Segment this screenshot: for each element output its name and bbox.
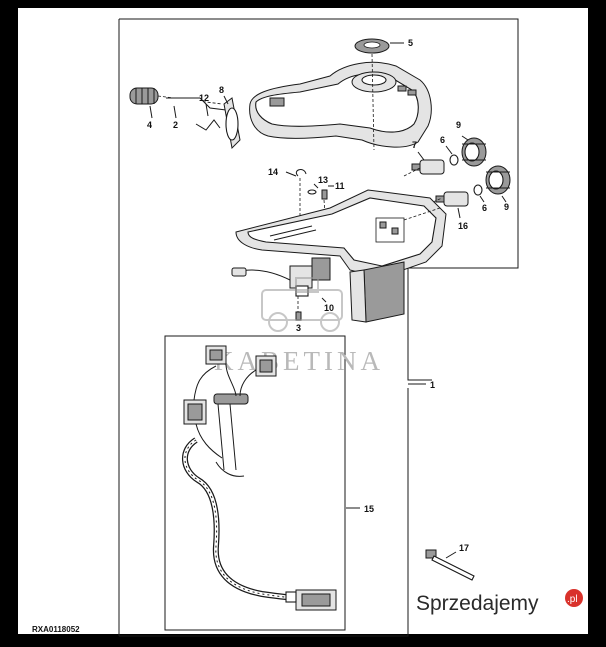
callout-10: 10 xyxy=(324,303,334,313)
callout-3: 3 xyxy=(296,323,301,333)
axis-line-switch-upper xyxy=(403,167,421,177)
switch-screw xyxy=(295,311,302,321)
handle-button-a xyxy=(397,85,407,92)
retainer-clip xyxy=(295,169,307,177)
assembly-bracket-upper xyxy=(119,18,519,381)
cable-tie xyxy=(425,549,475,581)
switch-upper xyxy=(411,159,445,175)
callout-1: 1 xyxy=(430,380,435,390)
watermark-tractor-logo xyxy=(261,277,343,332)
leader-10 xyxy=(321,297,327,303)
axis-line-housing xyxy=(403,207,441,221)
boot-plate-ring xyxy=(225,107,239,141)
cable-plug xyxy=(231,267,247,277)
knob-upper xyxy=(461,137,487,167)
callout-4: 4 xyxy=(147,120,152,130)
callout-9a: 9 xyxy=(456,120,461,130)
handle-slot xyxy=(269,97,285,107)
figure-code: RXA0118052 xyxy=(32,625,80,634)
callout-6b: 6 xyxy=(482,203,487,213)
callout-15: 15 xyxy=(364,504,374,514)
wiring-harness xyxy=(182,345,337,611)
nut-upper xyxy=(449,154,459,166)
leader-14 xyxy=(285,171,297,177)
callout-11: 11 xyxy=(335,181,345,191)
leader-6a xyxy=(445,145,453,155)
watermark-text: KABETINA xyxy=(214,346,384,376)
leader-13 xyxy=(313,183,319,189)
assembly-bracket-lower xyxy=(119,388,409,637)
callout-5: 5 xyxy=(408,38,413,48)
knob-lower xyxy=(485,165,511,195)
nut-lower xyxy=(473,184,483,196)
callout-7: 7 xyxy=(412,140,417,150)
leader-2 xyxy=(173,105,177,119)
housing-column xyxy=(363,261,405,323)
leader-4 xyxy=(149,105,153,119)
leader-8 xyxy=(223,95,229,105)
callout-16: 16 xyxy=(458,221,468,231)
housing-ribs xyxy=(269,217,405,243)
site-watermark: Sprzedajemy .pl xyxy=(416,589,583,615)
leader-9b xyxy=(501,195,507,203)
lever-rod xyxy=(166,97,227,111)
screw xyxy=(321,189,328,200)
callout-14: 14 xyxy=(268,167,278,177)
harness-box xyxy=(164,335,346,631)
axis-line-switch-lower xyxy=(423,197,443,207)
site-watermark-badge xyxy=(565,589,583,607)
axis-line-washer xyxy=(371,53,375,151)
lower-housing-cavity xyxy=(247,197,437,267)
leader-9a xyxy=(461,135,469,141)
site-watermark-text: Sprzedajemy xyxy=(416,592,539,615)
callout-12: 12 xyxy=(199,93,209,103)
washer-hole xyxy=(363,41,381,49)
rubber-grip xyxy=(129,87,159,105)
leader-17 xyxy=(445,551,457,559)
callout-2: 2 xyxy=(173,120,178,130)
callout-6a: 6 xyxy=(440,135,445,145)
handle-button-b xyxy=(407,89,417,96)
site-watermark-suffix: .pl xyxy=(567,594,578,605)
leader-7 xyxy=(417,151,425,161)
callout-13: 13 xyxy=(318,175,328,185)
spring-clip xyxy=(195,119,221,131)
small-washer xyxy=(307,189,317,195)
leader-12 xyxy=(205,103,209,117)
callout-9b: 9 xyxy=(504,202,509,212)
housing-column-side xyxy=(349,269,367,323)
callout-8: 8 xyxy=(219,85,224,95)
handle-socket-inner xyxy=(361,74,387,86)
callout-17: 17 xyxy=(459,543,469,553)
leader-16 xyxy=(457,207,461,219)
leader-6b xyxy=(479,195,485,203)
